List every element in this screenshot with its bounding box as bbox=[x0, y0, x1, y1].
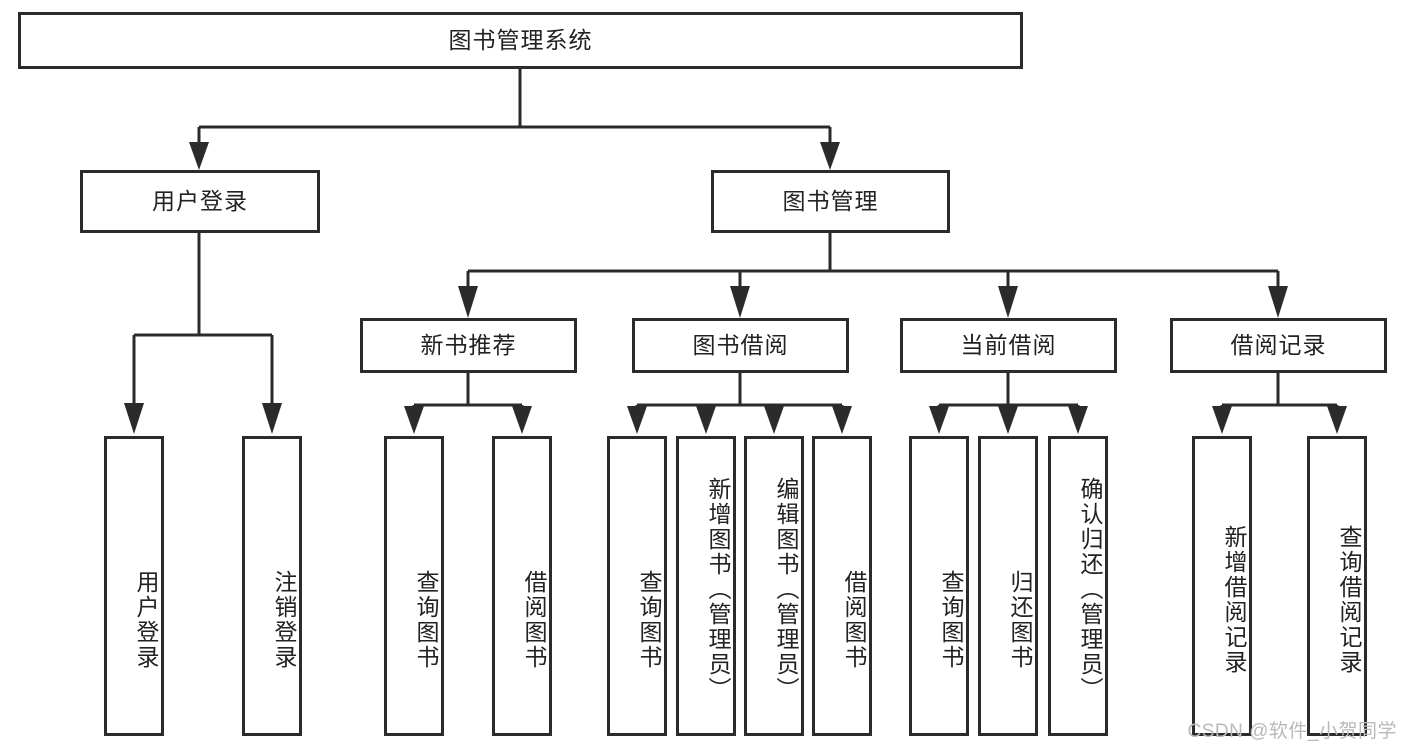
leaf-box-borrow-record-2[interactable] bbox=[1307, 436, 1367, 736]
node-box-new-book-recommend[interactable] bbox=[360, 318, 577, 373]
arrow-head-current-borrow-leaf-2 bbox=[998, 406, 1018, 434]
leaf-box-current-borrow-3[interactable] bbox=[1048, 436, 1108, 736]
arrow-head-book-mgmt bbox=[820, 142, 840, 170]
arrow-head-current-borrow-leaf-3 bbox=[1068, 406, 1088, 434]
arrow-head-borrow-record-leaf-2 bbox=[1327, 406, 1347, 434]
arrow-head-new-book-leaf-2 bbox=[512, 406, 532, 434]
leaf-box-new-book-2[interactable] bbox=[492, 436, 552, 736]
arrow-head-user-login-leaf-1 bbox=[124, 403, 144, 434]
leaf-box-user-login-2[interactable] bbox=[242, 436, 302, 736]
leaf-box-borrow-record-1[interactable] bbox=[1192, 436, 1252, 736]
leaf-box-book-borrow-1[interactable] bbox=[607, 436, 667, 736]
arrow-head-new-book bbox=[458, 286, 478, 318]
arrow-head-book-borrow-leaf-1 bbox=[627, 406, 647, 434]
arrow-head-book-borrow bbox=[730, 286, 750, 318]
leaf-box-book-borrow-4[interactable] bbox=[812, 436, 872, 736]
leaf-box-user-login-1[interactable] bbox=[104, 436, 164, 736]
arrow-head-book-borrow-leaf-3 bbox=[764, 406, 784, 434]
arrow-head-borrow-record-leaf-1 bbox=[1212, 406, 1232, 434]
arrow-head-borrow-record bbox=[1268, 286, 1288, 318]
arrow-head-book-borrow-leaf-2 bbox=[696, 406, 716, 434]
arrow-head-current-borrow bbox=[998, 286, 1018, 318]
leaf-box-current-borrow-1[interactable] bbox=[909, 436, 969, 736]
leaf-box-new-book-1[interactable] bbox=[384, 436, 444, 736]
leaf-box-book-borrow-3[interactable] bbox=[744, 436, 804, 736]
arrow-head-new-book-leaf-1 bbox=[404, 406, 424, 434]
node-box-root[interactable] bbox=[18, 12, 1023, 69]
leaf-box-current-borrow-2[interactable] bbox=[978, 436, 1038, 736]
node-box-book-management[interactable] bbox=[711, 170, 950, 233]
node-box-current-borrow[interactable] bbox=[900, 318, 1117, 373]
node-box-book-borrow[interactable] bbox=[632, 318, 849, 373]
leaf-box-book-borrow-2[interactable] bbox=[676, 436, 736, 736]
arrow-head-book-borrow-leaf-4 bbox=[832, 406, 852, 434]
arrow-head-user-login bbox=[189, 142, 209, 170]
arrow-head-user-login-leaf-2 bbox=[262, 403, 282, 434]
arrow-head-current-borrow-leaf-1 bbox=[929, 406, 949, 434]
node-box-user-login[interactable] bbox=[80, 170, 320, 233]
node-box-borrow-record[interactable] bbox=[1170, 318, 1387, 373]
